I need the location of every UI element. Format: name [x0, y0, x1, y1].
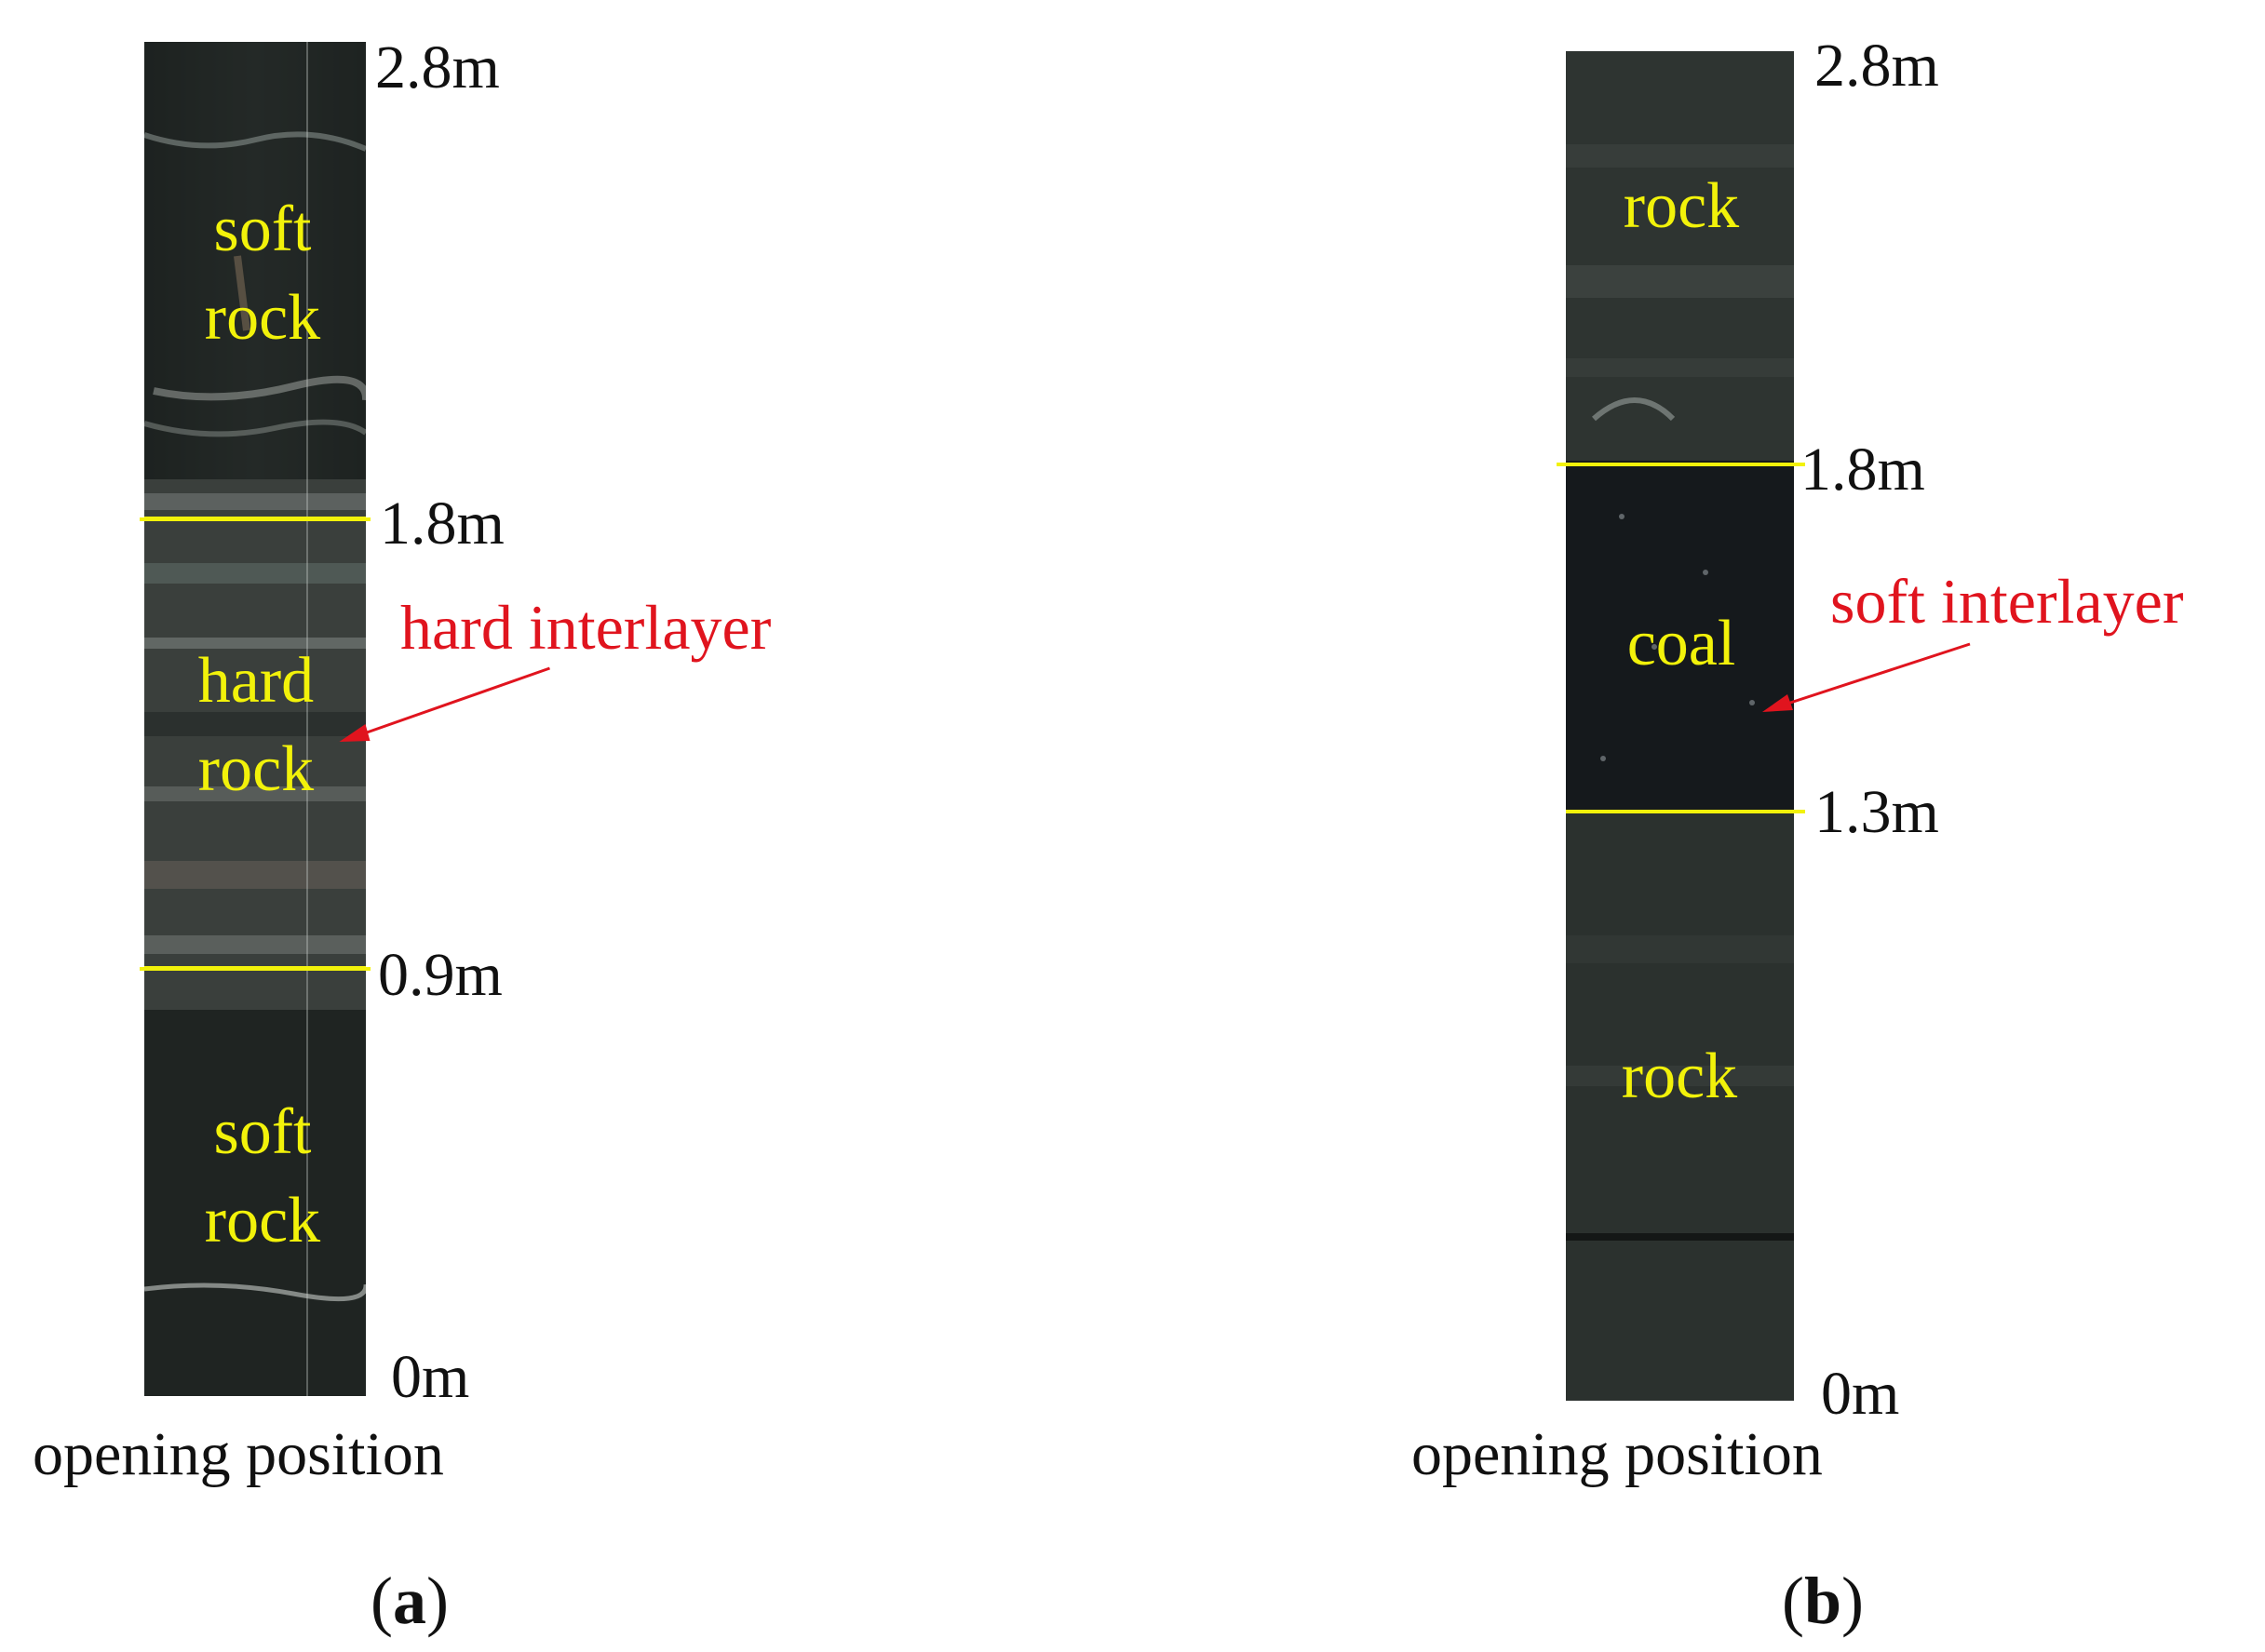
layer-label-middle-a-line2: rock	[197, 732, 315, 805]
layer-label-upper-a-line2: rock	[204, 281, 321, 354]
caption-opening-position-a: opening position	[33, 1420, 444, 1488]
borehole-core-image-a	[144, 42, 366, 1396]
boundary-line-0-9m-a	[140, 967, 371, 971]
depth-mark-lower-boundary-a: 0.9m	[378, 941, 503, 1009]
layer-label-lower-b-line1: rock	[1621, 1041, 1738, 1112]
depth-mark-top-a: 2.8m	[375, 34, 500, 101]
layer-label-upper-b-line1: rock	[1623, 170, 1740, 242]
depth-mark-upper-boundary-a: 1.8m	[380, 490, 505, 557]
panel-label-a-letter: a	[392, 1564, 426, 1638]
layer-label-lower-b: rock	[1568, 1033, 1791, 1121]
depth-mark-upper-boundary-b: 1.8m	[1800, 436, 1925, 504]
layer-label-middle-a-line1: hard	[197, 645, 315, 717]
borehole-core-image-b	[1566, 51, 1794, 1401]
boundary-line-1-8m-a	[140, 517, 371, 521]
depth-mark-lower-boundary-b: 1.3m	[1814, 778, 1939, 846]
panel-a: 2.8m 1.8m 0.9m 0m soft rock hard rock so…	[0, 0, 1132, 1652]
layer-label-upper-b: rock	[1570, 163, 1793, 251]
depth-mark-top-b: 2.8m	[1814, 32, 1939, 100]
annotation-soft-interlayer: soft interlayer	[1830, 566, 2184, 637]
layer-label-lower-a-line1: soft	[213, 1096, 312, 1168]
layer-label-lower-a-line2: rock	[204, 1184, 321, 1256]
panel-b: 2.8m 1.8m 1.3m 0m rock coal rock soft in…	[1132, 0, 2265, 1652]
depth-mark-bottom-a: 0m	[391, 1343, 470, 1411]
panel-label-b: (b)	[1782, 1564, 1865, 1638]
boundary-line-1-8m-b	[1557, 463, 1805, 466]
layer-label-middle-b: coal	[1570, 600, 1793, 689]
layer-label-middle-b-line1: coal	[1626, 608, 1736, 679]
caption-opening-position-b: opening position	[1411, 1420, 1823, 1488]
layer-label-lower-a: soft rock	[151, 1089, 374, 1265]
boundary-line-1-3m-b	[1566, 810, 1805, 813]
panel-label-b-letter: b	[1803, 1564, 1842, 1638]
depth-mark-bottom-b: 0m	[1821, 1360, 1900, 1428]
layer-label-upper-a-line1: soft	[213, 194, 312, 265]
layer-label-middle-a: hard rock	[144, 638, 368, 813]
panel-label-a: (a)	[371, 1564, 449, 1638]
annotation-hard-interlayer: hard interlayer	[400, 592, 772, 663]
layer-label-upper-a: soft rock	[151, 186, 374, 362]
